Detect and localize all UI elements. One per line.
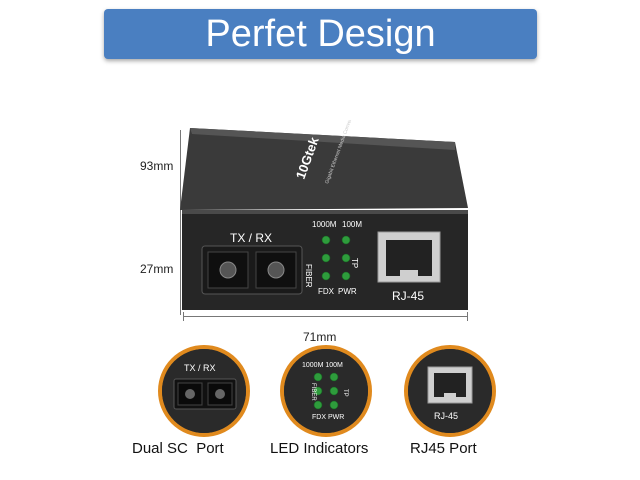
detail-led-graphic: 1000M 100M FDX PWR FIBER TP: [284, 349, 368, 433]
detail-sc-port: TX / RX: [158, 345, 250, 437]
led-label-pwr: PWR: [338, 287, 357, 296]
sc-port-rx-ferrule: [267, 261, 285, 279]
height-label: 27mm: [140, 262, 174, 276]
led-pwr: [341, 271, 351, 281]
width-label: 71mm: [303, 330, 337, 344]
led-label-100m: 100M: [342, 220, 362, 229]
led-label-fiber: FIBER: [304, 264, 313, 288]
detail-led-label: 1000M 100M: [302, 362, 343, 369]
detail-rj45-graphic: RJ-45: [408, 349, 492, 433]
led-fdx: [321, 271, 331, 281]
detail-sc-port-label: TX / RX: [184, 363, 216, 373]
banner-title: Perfet Design: [205, 13, 436, 55]
led-label-fdx: FDX: [318, 287, 335, 296]
width-dimension-line: [183, 312, 468, 321]
led-100m: [341, 235, 351, 245]
detail-led-fiber-label: FIBER: [310, 383, 316, 401]
caption-led-indicators: LED Indicators: [270, 440, 369, 457]
height-dimension-line: [180, 220, 181, 315]
port-label: TX / RX: [230, 231, 272, 245]
media-converter-device: 10Gtek Gigabit Ethernet Media Converter …: [180, 120, 468, 310]
led-label-1000m: 1000M: [312, 220, 337, 229]
depth-label: 93mm: [140, 159, 174, 173]
device-top-face: [180, 128, 468, 210]
device-top-edge: [190, 128, 455, 150]
device-front-highlight: [182, 210, 468, 214]
led-label-tp: TP: [350, 258, 359, 268]
detail-led-indicators: 1000M 100M FDX PWR FIBER TP: [280, 345, 372, 437]
title-banner: Perfet Design: [104, 9, 537, 59]
caption-dual-sc-port: Dual SC Port: [132, 440, 224, 457]
depth-dimension-line: [180, 130, 181, 220]
led-fiber: [321, 253, 331, 263]
caption-rj45-port: RJ45 Port: [410, 440, 477, 457]
led-1000m: [321, 235, 331, 245]
detail-led-bottom-label: FDX PWR: [312, 414, 344, 421]
led-tp: [341, 253, 351, 263]
detail-led-tp-label: TP: [342, 389, 348, 397]
rj45-port-clip: [400, 270, 418, 278]
rj45-label: RJ-45: [392, 289, 424, 303]
detail-rj45-port: RJ-45: [404, 345, 496, 437]
detail-sc-port-graphic: TX / RX: [162, 349, 246, 433]
sc-port-tx-ferrule: [219, 261, 237, 279]
detail-rj45-label: RJ-45: [434, 411, 458, 421]
